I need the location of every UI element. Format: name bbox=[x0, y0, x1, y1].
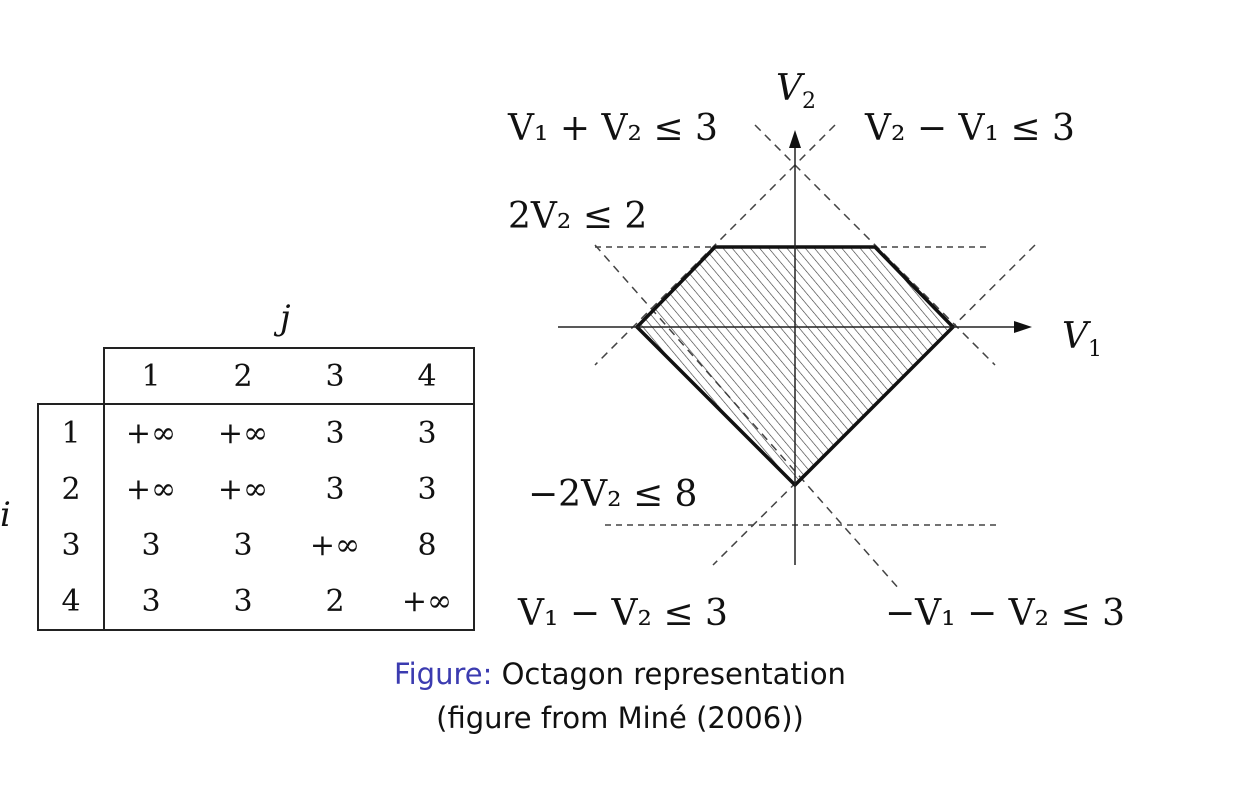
figure-caption: Figure: Octagon representation (figure f… bbox=[340, 652, 900, 740]
row-index-label: i bbox=[0, 495, 11, 535]
matrix-cell: 3 bbox=[417, 415, 437, 451]
matrix-cell: 3 bbox=[325, 471, 345, 507]
matrix-cells: +∞ +∞ 3 3 +∞ +∞ 3 3 3 3 +∞ 8 3 3 2 +∞ bbox=[105, 405, 473, 629]
column-header: 4 bbox=[417, 359, 437, 394]
constraint-label-sum-upper: V₁ + V₂ ≤ 3 bbox=[507, 108, 718, 149]
column-index-label: j bbox=[280, 298, 291, 338]
matrix-row: +∞ +∞ 3 3 bbox=[105, 405, 473, 461]
dbm-matrix: j i 1 2 3 4 1 2 3 4 +∞ +∞ 3 3 +∞ +∞ 3 3 bbox=[0, 290, 480, 640]
matrix-body: 1 2 3 4 +∞ +∞ 3 3 +∞ +∞ 3 3 3 3 +∞ 8 bbox=[37, 403, 475, 631]
matrix-cell: 3 bbox=[141, 583, 161, 619]
matrix-cell: +∞ bbox=[125, 471, 177, 507]
row-header: 1 bbox=[61, 415, 81, 451]
matrix-cell: 3 bbox=[417, 471, 437, 507]
constraint-label-diff-upper: V₂ − V₁ ≤ 3 bbox=[864, 108, 1075, 149]
row-header: 2 bbox=[61, 471, 81, 507]
matrix-cell: 8 bbox=[417, 527, 437, 563]
constraint-label-sum-lower: −V₁ − V₂ ≤ 3 bbox=[885, 593, 1125, 634]
y-axis-label: V2 bbox=[776, 70, 816, 114]
column-header: 2 bbox=[233, 359, 253, 394]
column-header: 3 bbox=[325, 359, 345, 394]
matrix-cell: +∞ bbox=[309, 527, 361, 563]
caption-title: Octagon representation bbox=[501, 657, 846, 691]
octagon-diagram: V1 V2 V₁ + V₂ ≤ 3 V₂ − V₁ ≤ 3 2V₂ ≤ 2 −2… bbox=[507, 70, 1125, 634]
row-header-column: 1 2 3 4 bbox=[39, 405, 105, 629]
constraint-label-bottom: −2V₂ ≤ 8 bbox=[528, 474, 697, 515]
matrix-row: +∞ +∞ 3 3 bbox=[105, 461, 473, 517]
matrix-row: 3 3 +∞ 8 bbox=[105, 517, 473, 573]
y-axis-arrow bbox=[789, 130, 801, 148]
row-header: 3 bbox=[61, 527, 81, 563]
caption-line-2: (figure from Miné (2006)) bbox=[436, 701, 804, 735]
caption-line-1: Figure: Octagon representation bbox=[340, 652, 900, 696]
matrix-cell: +∞ bbox=[401, 583, 453, 619]
matrix-row: 3 3 2 +∞ bbox=[105, 573, 473, 629]
matrix-cell: 3 bbox=[141, 527, 161, 563]
column-header: 1 bbox=[141, 359, 161, 394]
constraint-label-diff-lower: V₁ − V₂ ≤ 3 bbox=[517, 593, 728, 634]
matrix-cell: 3 bbox=[233, 527, 253, 563]
matrix-cell: +∞ bbox=[217, 471, 269, 507]
matrix-cell: 3 bbox=[325, 415, 345, 451]
matrix-cell: +∞ bbox=[217, 415, 269, 451]
column-header-row: 1 2 3 4 bbox=[103, 347, 475, 404]
caption-prefix: Figure: bbox=[394, 657, 493, 691]
x-axis-arrow bbox=[1014, 321, 1032, 333]
x-axis-label: V1 bbox=[1062, 316, 1102, 362]
constraint-label-top: 2V₂ ≤ 2 bbox=[508, 196, 647, 237]
row-header: 4 bbox=[61, 583, 81, 619]
matrix-cell: 2 bbox=[325, 583, 345, 619]
matrix-cell: +∞ bbox=[125, 415, 177, 451]
matrix-cell: 3 bbox=[233, 583, 253, 619]
